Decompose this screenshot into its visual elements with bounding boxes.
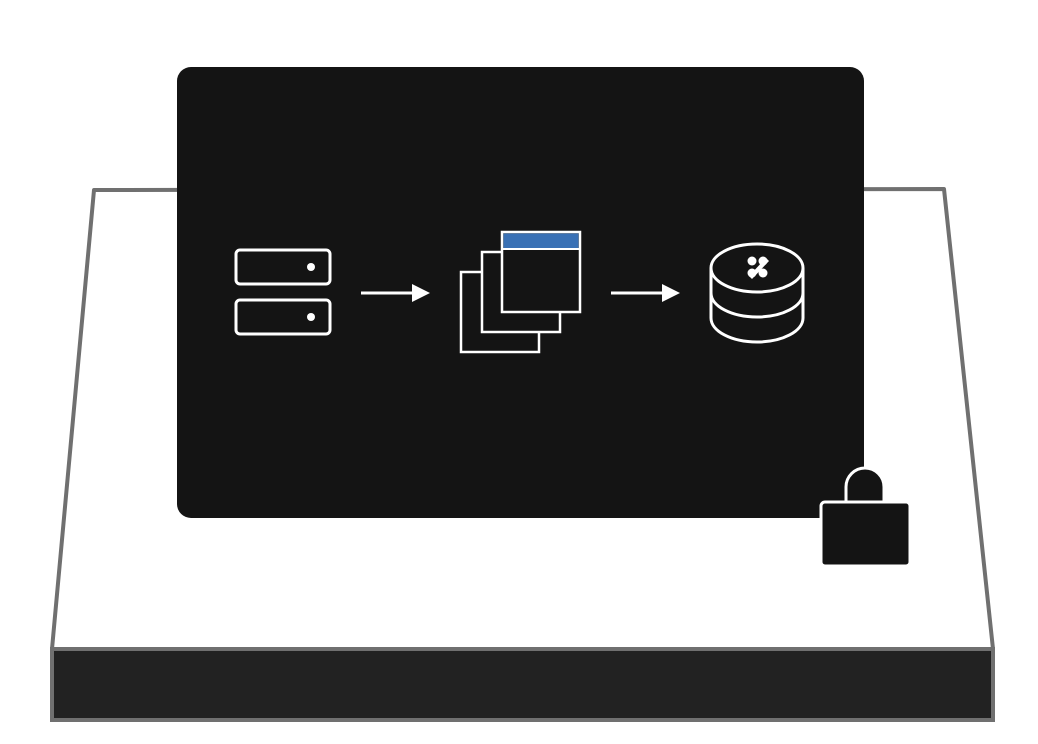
platform-front bbox=[50, 647, 995, 722]
window-title-bar bbox=[503, 233, 579, 249]
padlock-icon bbox=[819, 466, 912, 568]
database-logo-mark bbox=[747, 256, 769, 279]
stacked-windows-icon bbox=[459, 230, 582, 354]
arrow-right-icon bbox=[361, 284, 430, 302]
server-rack-icon bbox=[234, 248, 332, 336]
database-icon bbox=[709, 242, 805, 344]
arrow-right-icon bbox=[611, 284, 680, 302]
